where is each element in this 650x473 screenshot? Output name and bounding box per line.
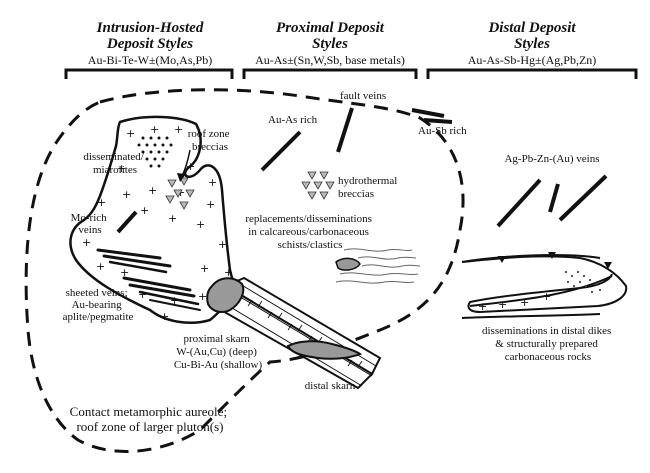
au-sb-vein-1	[411, 108, 445, 118]
header-proximal-metals: Au-As±(Sn,W,Sb, base metals)	[255, 53, 405, 67]
header-proximal-line1: Proximal Deposit	[276, 20, 385, 36]
svg-text:+: +	[170, 294, 179, 307]
label-distal-skarn: distal skarn	[305, 380, 356, 392]
distal-stipple	[564, 270, 602, 294]
header-distal-line2: Styles	[514, 36, 550, 52]
bracket-intrusion	[64, 68, 234, 79]
header-intrusion-line2: Deposit Styles	[106, 36, 193, 52]
distal-dike	[461, 254, 628, 319]
label-au-as-rich: Au-As rich	[268, 114, 318, 126]
svg-text:+: +	[478, 300, 487, 313]
svg-text:+: +	[138, 288, 147, 301]
header-distal-metals: Au-As-Sb-Hg±(Ag,Pb,Zn)	[468, 53, 597, 67]
svg-text:+: +	[196, 218, 205, 231]
label-mo-rich: Mo-rich veins	[71, 212, 110, 236]
ag-vein-1	[496, 178, 542, 228]
distal-dike-plus-symbols: + + + +	[478, 290, 551, 313]
svg-text:+: +	[198, 290, 207, 303]
svg-text:+: +	[160, 310, 169, 323]
label-replacements: replacements/disseminations in calcareou…	[245, 213, 374, 251]
fault-vein-2	[260, 130, 302, 172]
svg-text:+: +	[122, 188, 131, 201]
svg-text:+: +	[82, 236, 91, 249]
svg-text:+: +	[498, 298, 507, 311]
svg-text:+: +	[126, 127, 135, 140]
svg-text:+: +	[218, 238, 227, 251]
svg-text:+: +	[224, 266, 233, 279]
label-fault-veins: fault veins	[340, 90, 386, 102]
svg-text:+: +	[120, 266, 129, 279]
mo-rich-vein	[116, 210, 138, 234]
svg-text:+: +	[542, 290, 551, 303]
svg-text:+: +	[174, 123, 183, 136]
svg-text:+: +	[520, 296, 529, 309]
svg-text:+: +	[117, 162, 126, 175]
hydrothermal-breccia-triangles	[301, 171, 335, 200]
label-proximal-skarn: proximal skarn W-(Au,Cu) (deep) Cu-Bi-Au…	[174, 333, 263, 371]
label-disseminated: disseminated/ miarolites	[83, 151, 146, 176]
label-hydrothermal: hydrothermal breccias	[338, 175, 400, 200]
header-proximal-line2: Styles	[312, 36, 348, 52]
label-roof-zone: roof zone breccias	[188, 128, 233, 153]
header-intrusion-metals: Au-Bi-Te-W±(Mo,As,Pb)	[88, 53, 212, 67]
svg-text:+: +	[186, 160, 195, 173]
svg-text:+: +	[168, 212, 177, 225]
svg-text:+: +	[208, 176, 217, 189]
proximal-skarn-body	[206, 277, 245, 313]
header-intrusion-line1: Intrusion-Hosted	[96, 20, 204, 36]
label-sheeted: sheeted veins; Au-bearing aplite/pegmati…	[63, 287, 134, 323]
disseminated-dots	[137, 136, 173, 168]
header-distal-line1: Distal Deposit	[487, 20, 576, 36]
label-au-sb-rich: Au-Sb rich	[418, 125, 467, 137]
distal-skarn-body	[286, 340, 363, 360]
ag-vein-3	[558, 174, 608, 222]
replacement-lens	[335, 257, 361, 271]
svg-text:+: +	[206, 198, 215, 211]
svg-text:+: +	[150, 123, 159, 136]
distal-fault-ticks	[498, 252, 612, 269]
svg-text:+: +	[140, 204, 149, 217]
label-ag-veins: Ag-Pb-Zn-(Au) veins	[504, 153, 599, 165]
roof-zone-arrowhead	[177, 173, 186, 182]
fault-vein-1	[336, 107, 354, 153]
replacement-wavy-lines	[335, 248, 421, 284]
roof-zone-breccia-triangles	[165, 177, 195, 210]
svg-text:+: +	[148, 184, 157, 197]
label-aureole: Contact metamorphic aureole; roof zone o…	[70, 404, 231, 434]
au-sb-vein-2	[423, 118, 453, 124]
sheeted-veins	[96, 248, 201, 311]
svg-text:+: +	[96, 260, 105, 273]
bracket-proximal	[242, 68, 418, 79]
label-distal-dikes: disseminations in distal dikes & structu…	[482, 325, 614, 363]
bracket-distal	[426, 68, 638, 79]
ag-vein-2	[548, 183, 560, 213]
aureole-outline	[24, 88, 465, 453]
svg-text:+: +	[200, 262, 209, 275]
svg-text:+: +	[97, 196, 106, 209]
